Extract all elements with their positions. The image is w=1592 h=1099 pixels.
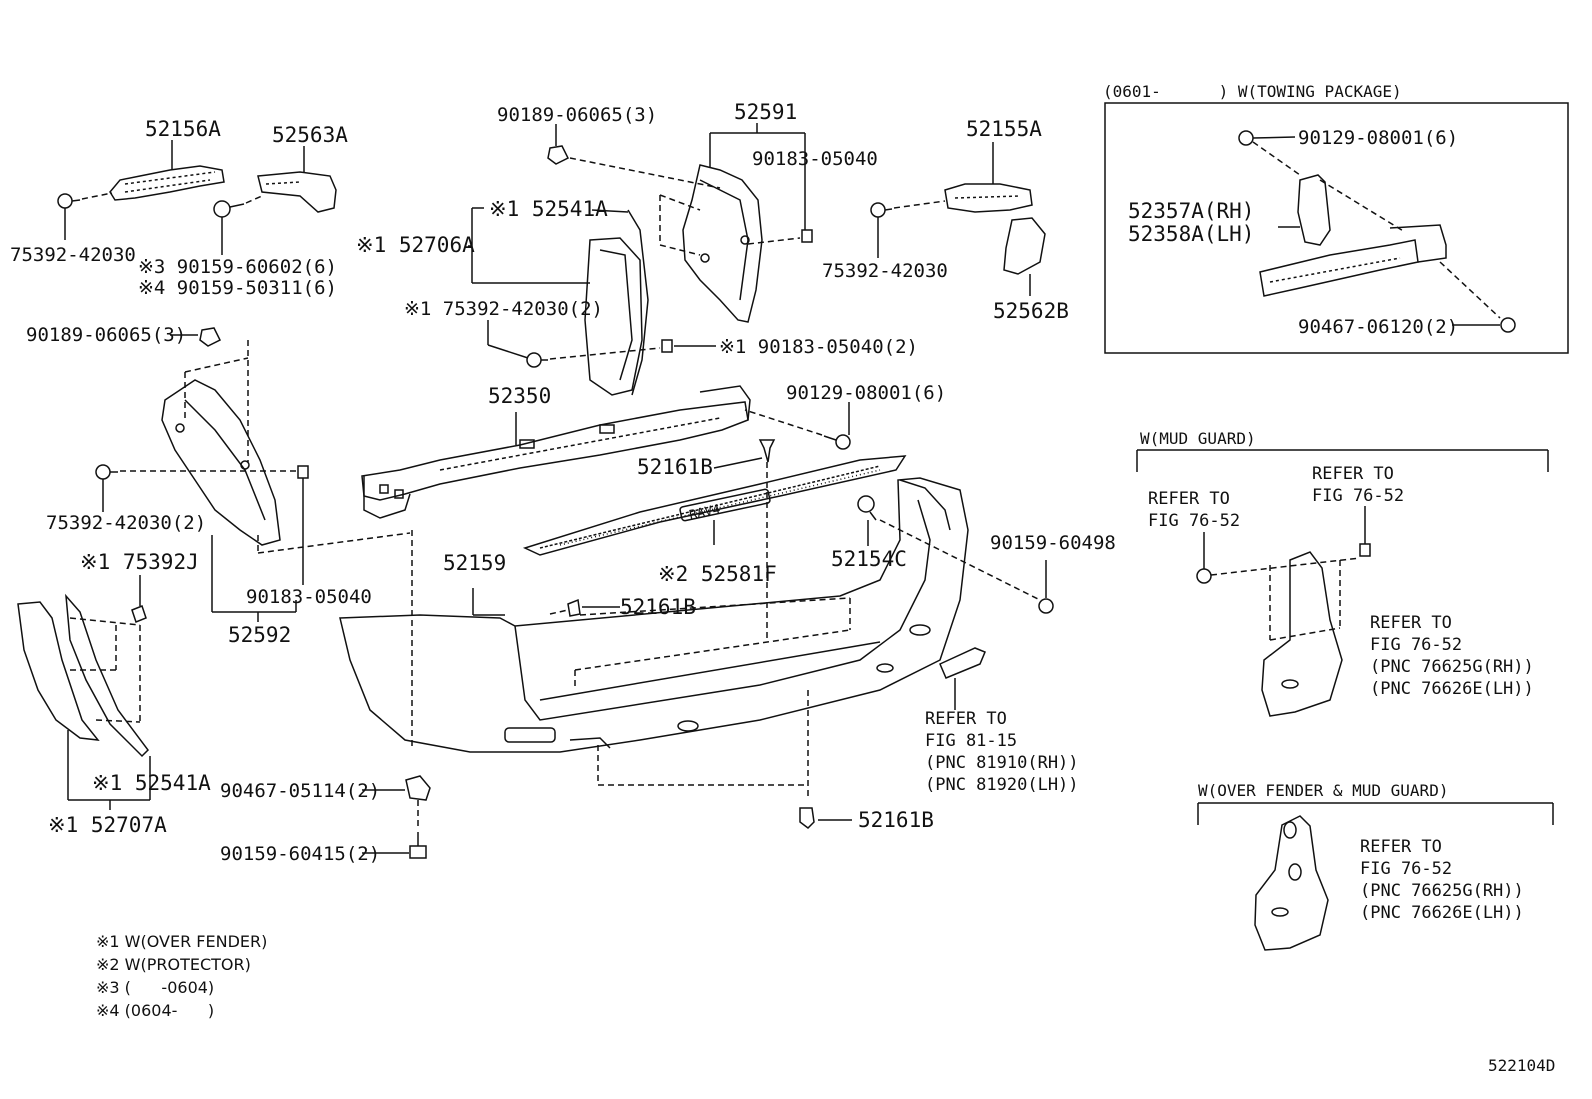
- clip-52161B-top: [758, 439, 776, 463]
- label-90467-05114: 90467-05114(2): [220, 780, 381, 802]
- over-fender-mud-guard-header: W(OVER FENDER & MUD GUARD): [1198, 781, 1449, 800]
- bolt-90129-08001-towing: [1238, 130, 1254, 146]
- mud-guard-header: W(MUD GUARD): [1140, 429, 1256, 448]
- clip-75392-42030-center: [526, 352, 548, 368]
- label-90183-05040-2: ※1 90183-05040(2): [719, 336, 918, 358]
- bracket-52563A: [257, 171, 337, 213]
- label-90183-05040-left: 90183-05040: [246, 586, 372, 608]
- nut-90467-06120: [1500, 317, 1516, 333]
- clip-52154C: [857, 495, 877, 521]
- screw-90159-60415: [409, 832, 427, 859]
- label-90189-06065-left: 90189-06065(3): [26, 324, 187, 346]
- label-75392-42030-a: 75392-42030: [10, 244, 136, 266]
- label-90183-05040-top: 90183-05040: [752, 148, 878, 170]
- label-52156A: 52156A: [145, 117, 221, 141]
- fender-52707A: [17, 593, 149, 758]
- nut-90189-06065-left: [199, 327, 222, 347]
- bumper-cover-52159: [339, 477, 969, 753]
- label-75392-42030-b: 75392-42030: [822, 260, 948, 282]
- footnote-4: ※4 (0604- ): [96, 1001, 215, 1020]
- label-90159-60602: ※3 90159-60602(6): [138, 256, 337, 278]
- clip-52161B-mid: [567, 598, 581, 617]
- bracket-52591: [682, 164, 763, 323]
- clip-52161B-bottom: [799, 807, 815, 829]
- hitch-bracket: [1259, 174, 1447, 297]
- towing-package-box: [1104, 102, 1569, 354]
- bracket-52156A: [109, 165, 225, 201]
- label-75392J: ※1 75392J: [80, 550, 199, 574]
- reflector-ref: [939, 647, 986, 679]
- clip-75392-42030-right: [870, 202, 893, 218]
- label-52541A-top: ※1 52541A: [489, 197, 608, 221]
- mud-guard-ref-left: REFER TO FIG 76-52: [1148, 489, 1241, 531]
- label-52591: 52591: [734, 100, 798, 124]
- label-52161B-a: 52161B: [637, 455, 713, 479]
- towing-package-header: (0601- ) W(TOWING PACKAGE): [1103, 82, 1402, 101]
- label-52541A-bottom: ※1 52541A: [92, 771, 211, 795]
- label-75392-42030-2-top: ※1 75392-42030(2): [404, 298, 603, 320]
- fender-52541A-top: [584, 209, 649, 396]
- label-75392-42030-2-left: 75392-42030(2): [46, 512, 207, 534]
- label-52357A: 52357A(RH): [1128, 199, 1255, 223]
- label-52161B-b: 52161B: [620, 595, 696, 619]
- diagram-id: 522104D: [1488, 1056, 1556, 1075]
- label-52154C: 52154C: [831, 547, 907, 571]
- label-towing-90129-08001: 90129-08001(6): [1298, 127, 1459, 149]
- reference-fig-81-15: REFER TO FIG 81-15 (PNC 81910(RH)) (PNC …: [925, 709, 1079, 795]
- label-90159-50311: ※4 90159-50311(6): [138, 277, 337, 299]
- nut-90183-05040-left: [297, 465, 309, 479]
- mud-guard: [1261, 551, 1343, 717]
- label-52358A: 52358A(LH): [1128, 222, 1255, 246]
- bumper-emblem: RAV4: [688, 502, 722, 523]
- bracket-52592: [161, 379, 281, 546]
- label-52581F: ※2 52581F: [658, 562, 777, 586]
- label-52563A: 52563A: [272, 123, 348, 147]
- label-52707A: ※1 52707A: [48, 813, 167, 837]
- reinforcement-52350: [361, 385, 751, 519]
- label-90159-60498: 90159-60498: [990, 532, 1116, 554]
- bracket-52562B: [1003, 217, 1046, 275]
- label-90129-08001: 90129-08001(6): [786, 382, 947, 404]
- clip-75392J: [131, 605, 147, 623]
- footnote-3: ※3 ( -0604): [96, 978, 215, 997]
- nut-90183-05040-center: [661, 339, 673, 353]
- bolt-90129-08001: [823, 434, 851, 450]
- mud-guard-ref-right: REFER TO FIG 76-52: [1312, 464, 1405, 506]
- retainer-90467-05114: [405, 775, 431, 801]
- mud-guard-over-fender: [1254, 815, 1329, 951]
- footnote-1: ※1 W(OVER FENDER): [96, 932, 268, 951]
- nut-90183-05040-top: [801, 229, 813, 243]
- screw-90159-60602: [213, 200, 245, 218]
- label-52350: 52350: [488, 384, 552, 408]
- label-52161B-c: 52161B: [858, 808, 934, 832]
- nut-90189-06065-top: [547, 145, 570, 165]
- over-fender-mud-guard-ref: REFER TO FIG 76-52 (PNC 76625G(RH)) (PNC…: [1360, 837, 1524, 923]
- protector-52581F: [522, 455, 907, 556]
- label-90467-06120: 90467-06120(2): [1298, 316, 1459, 338]
- screw-90159-60498: [1038, 598, 1054, 614]
- label-52592: 52592: [228, 623, 292, 647]
- bracket-52155A: [944, 183, 1033, 213]
- footnote-2: ※2 W(PROTECTOR): [96, 955, 251, 974]
- screw-ref-left: [1196, 568, 1212, 584]
- nut-ref-right: [1359, 543, 1371, 557]
- mud-guard-ref-bottom: REFER TO FIG 76-52 (PNC 76625G(RH)) (PNC…: [1370, 613, 1534, 699]
- label-90159-60415: 90159-60415(2): [220, 843, 381, 865]
- label-52155A: 52155A: [966, 117, 1042, 141]
- clip-75392-42030-left: [57, 193, 81, 209]
- label-52706A: ※1 52706A: [356, 233, 475, 257]
- label-52562B: 52562B: [993, 299, 1069, 323]
- label-52159: 52159: [443, 551, 507, 575]
- label-90189-06065-top: 90189-06065(3): [497, 104, 658, 126]
- clip-75392-42030-left2: [95, 464, 118, 480]
